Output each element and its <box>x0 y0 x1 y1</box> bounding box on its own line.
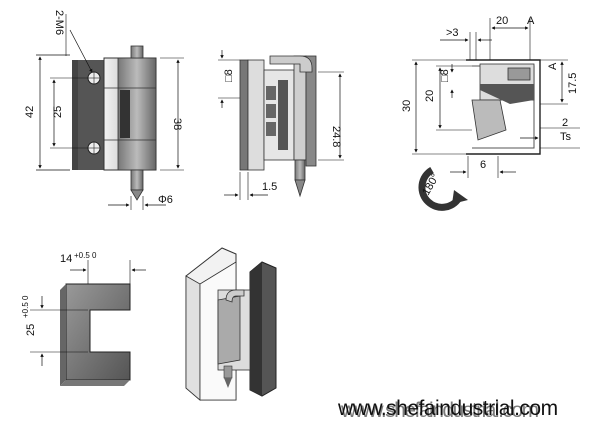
watermark-shadow: www.shefaindustrial.com <box>341 399 539 422</box>
plan-datum-top: A <box>527 15 535 27</box>
isometric-view <box>185 247 277 401</box>
plan-dim-offset: >3 <box>446 27 459 39</box>
plan-datum-side: A <box>547 62 559 70</box>
cutout-dim-height-tol: +0.5 0 <box>21 295 30 318</box>
side-frame <box>239 59 249 171</box>
cutout-plate <box>65 283 131 381</box>
side-dim-plate: 1.5 <box>262 181 277 193</box>
front-knuckle-slot <box>120 90 130 138</box>
cutout-dim-width-tol: +0.5 0 <box>74 251 97 260</box>
front-leaf-edge <box>72 60 78 170</box>
side-dim-square: □8 <box>223 69 235 82</box>
plan-dim-right: 17.5 <box>567 73 579 94</box>
cutout-dim-width: 14 <box>60 253 72 265</box>
dim-pitch: 25 <box>52 106 64 118</box>
cutout-view: 14 +0.5 0 25 +0.5 0 <box>21 251 146 386</box>
plan-rotating-leaf <box>471 99 507 141</box>
plan-dim-ts: Ts <box>560 131 572 143</box>
plan-view: >3 20 A A 17.5 30 20 □8 2 Ts 6 180° <box>401 15 580 211</box>
plan-dim-gap: 2 <box>562 117 568 129</box>
plan-dim-bottom: 6 <box>480 159 486 171</box>
side-pin-handle <box>269 55 313 73</box>
plan-frame <box>466 59 541 155</box>
plan-dim-square: □8 <box>439 69 451 82</box>
thread-label: 2-M6 <box>53 10 65 35</box>
dim-body: 38 <box>171 118 183 130</box>
plan-dim-top: 20 <box>496 15 508 27</box>
plan-dim-inner: 20 <box>424 90 436 102</box>
cutout-dim-height: 25 <box>25 324 37 336</box>
plan-dim-height: 30 <box>401 100 413 112</box>
side-view: □8 1.5 24.8 <box>218 50 344 200</box>
dim-pin: Φ6 <box>158 194 173 206</box>
pin-head <box>130 45 144 59</box>
dim-overall: 42 <box>24 106 36 118</box>
watermark: www.shefaindustrial.com <box>338 397 558 420</box>
side-dim-pin-len: 24.8 <box>330 126 342 147</box>
front-view: 42 25 38 2-M6 Φ6 <box>24 10 184 210</box>
pin-tip <box>130 189 144 201</box>
